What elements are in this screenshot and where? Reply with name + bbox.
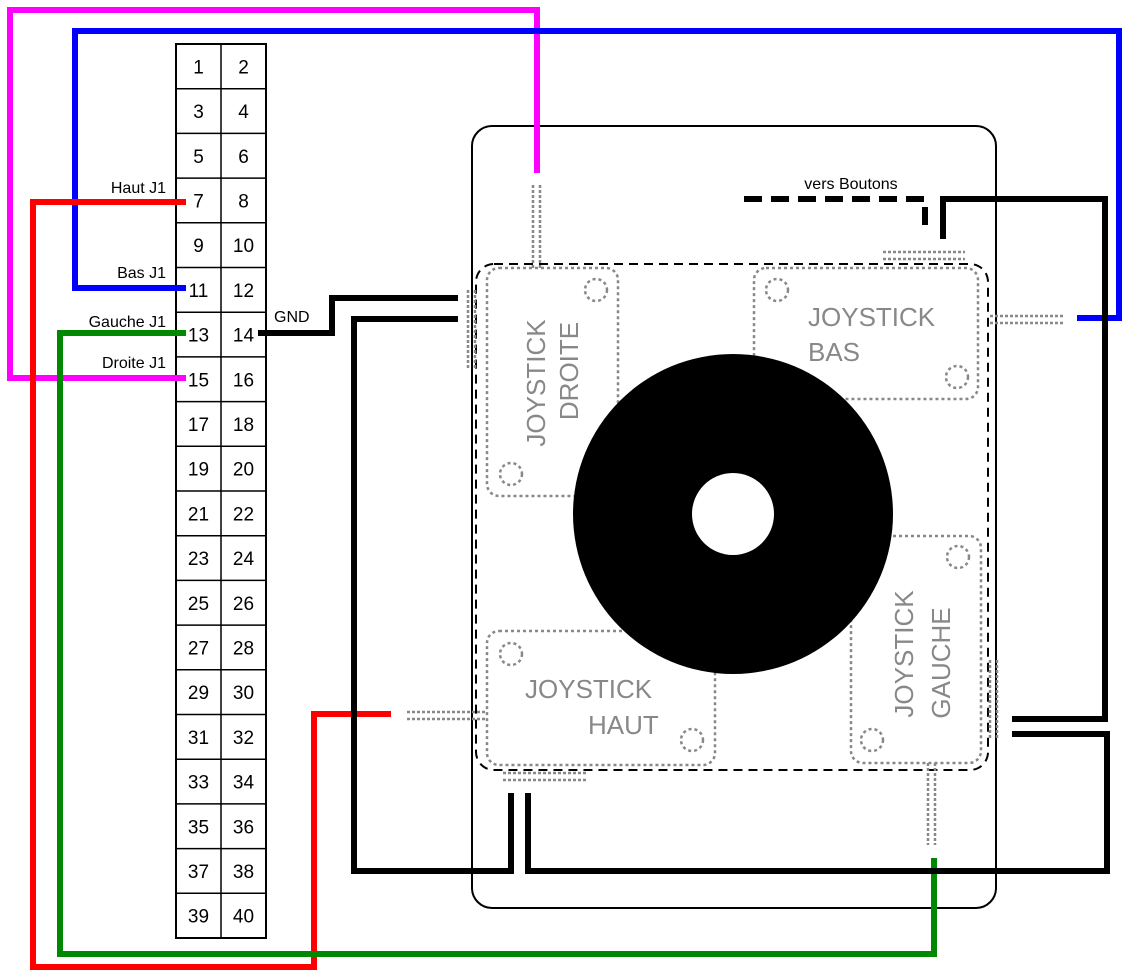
pin-9: 9	[193, 236, 204, 257]
microswitch-area	[475, 263, 989, 771]
pin-7: 7	[193, 191, 204, 212]
pin-14: 14	[233, 326, 255, 347]
switch-haut-label-2: HAUT	[588, 710, 659, 740]
wire-haut	[30, 199, 391, 970]
pin-24: 24	[233, 549, 255, 570]
switch-gauche: JOYSTICK GAUCHE	[849, 534, 983, 765]
pin-38: 38	[233, 862, 254, 883]
pin-15: 15	[188, 370, 209, 391]
switch-bas-label-2: BAS	[808, 337, 860, 367]
pin-20: 20	[233, 460, 254, 481]
pin-2: 2	[238, 57, 249, 78]
wire-droite	[7, 7, 540, 381]
switch-bas: JOYSTICK BAS	[752, 266, 980, 401]
label-haut-j1: Haut J1	[111, 180, 166, 197]
joystick-hole	[692, 473, 774, 555]
pin-35: 35	[188, 817, 209, 838]
pin-25: 25	[188, 594, 209, 615]
switch-gauche-label-1: JOYSTICK	[889, 590, 919, 718]
pin-16: 16	[233, 370, 254, 391]
wire-gnd-2	[351, 316, 514, 874]
joystick-base	[471, 125, 997, 909]
label-bas-j1: Bas J1	[117, 265, 166, 282]
pin-31: 31	[188, 728, 209, 749]
wire-gnd-4	[940, 196, 1108, 722]
switch-gauche-label-2: GAUCHE	[926, 607, 956, 718]
pin-6: 6	[238, 147, 249, 168]
pin-5: 5	[193, 147, 204, 168]
pin-10: 10	[233, 236, 254, 257]
pin-33: 33	[188, 773, 209, 794]
pin-26: 26	[233, 594, 254, 615]
pin-30: 30	[233, 683, 254, 704]
pin-29: 29	[188, 683, 209, 704]
pin-22: 22	[233, 504, 254, 525]
pin-12: 12	[233, 281, 254, 302]
switch-haut-label-1: JOYSTICK	[525, 674, 653, 704]
wire-gnd-3	[525, 731, 1110, 874]
pin-1: 1	[193, 57, 204, 78]
label-gauche-j1: Gauche J1	[89, 314, 166, 331]
pin-37: 37	[188, 862, 209, 883]
switch-droite-label-2: DROITE	[554, 322, 584, 420]
pin-19: 19	[188, 460, 209, 481]
pin-11: 11	[189, 281, 209, 302]
pin-40: 40	[233, 907, 254, 928]
pin-27: 27	[188, 638, 209, 659]
pin-23: 23	[188, 549, 209, 570]
pin-13: 13	[188, 326, 209, 347]
pin-34: 34	[233, 773, 255, 794]
pin-28: 28	[233, 638, 254, 659]
switch-droite: JOYSTICK DROITE	[485, 266, 620, 498]
wire-gauche	[57, 330, 937, 957]
switch-haut: JOYSTICK HAUT	[485, 629, 717, 767]
pin-18: 18	[233, 415, 254, 436]
label-droite-j1: Droite J1	[102, 355, 166, 372]
pin-36: 36	[233, 817, 254, 838]
switch-droite-label-1: JOYSTICK	[521, 319, 551, 447]
wire-gnd	[258, 295, 458, 336]
switch-bas-label-1: JOYSTICK	[808, 302, 936, 332]
pin-17: 17	[188, 415, 209, 436]
wire-buttons-dashed	[744, 196, 928, 232]
pin-4: 4	[238, 102, 249, 123]
pin-21: 21	[188, 504, 209, 525]
pin-8: 8	[238, 191, 249, 212]
pin-32: 32	[233, 728, 254, 749]
pin-3: 3	[193, 102, 204, 123]
connector-stubs	[407, 185, 1065, 845]
label-vers-boutons: vers Boutons	[804, 176, 897, 193]
wire-bas	[72, 28, 1122, 321]
pin-39: 39	[188, 907, 209, 928]
label-gnd: GND	[274, 309, 310, 326]
